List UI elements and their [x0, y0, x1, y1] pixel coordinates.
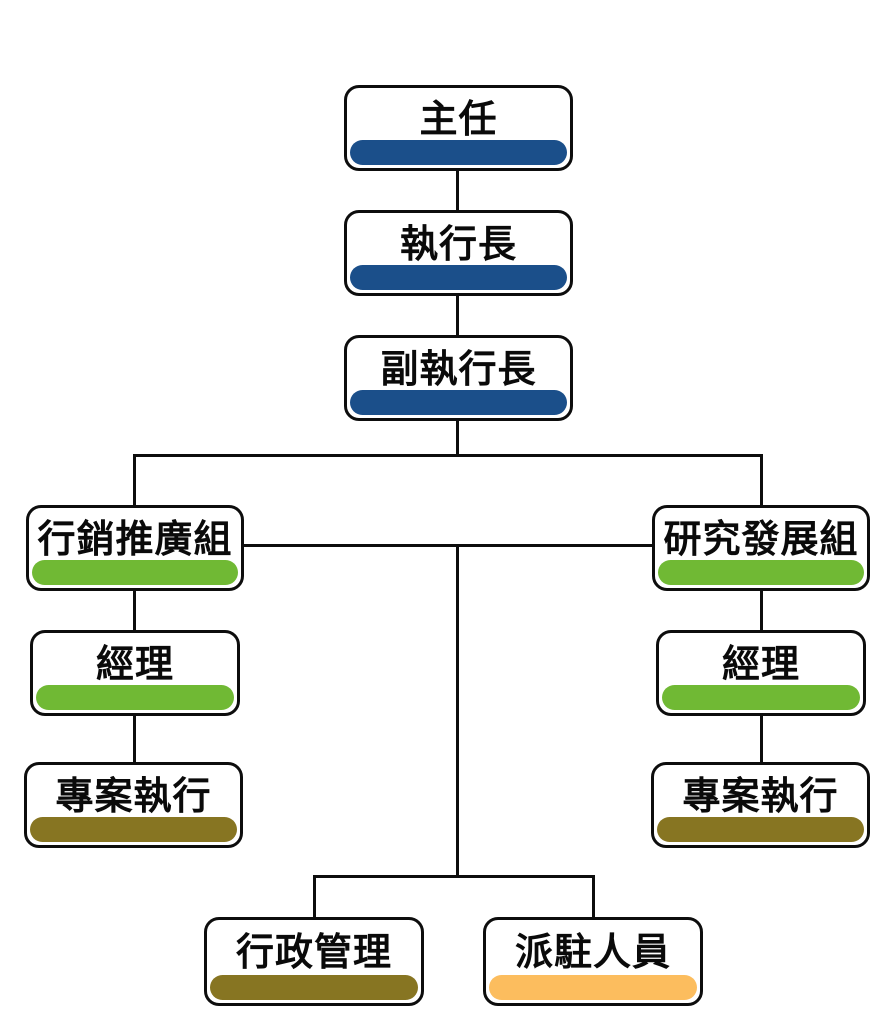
node-color-bar — [658, 560, 864, 585]
node-color-bar — [30, 817, 237, 842]
connector-line — [759, 454, 763, 507]
org-node-admin-management: 行政管理 — [204, 917, 424, 1006]
connector-line — [132, 589, 136, 632]
connector-line — [455, 544, 459, 878]
org-node-dispatched-personnel: 派駐人員 — [483, 917, 703, 1006]
connector-line — [132, 714, 136, 764]
connector-line — [132, 454, 763, 457]
connector-line — [312, 875, 595, 878]
node-color-bar — [662, 685, 860, 710]
node-color-bar — [36, 685, 234, 710]
org-node-label: 執行長 — [399, 221, 517, 266]
connector-line — [242, 544, 654, 547]
connector-line — [759, 714, 763, 764]
org-node-rnd-project-executor: 專案執行 — [651, 762, 870, 848]
org-node-label: 研究發展組 — [663, 516, 859, 561]
connector-line — [759, 589, 763, 632]
org-node-rnd-manager: 經理 — [656, 630, 866, 716]
org-node-marketing-project-executor: 專案執行 — [24, 762, 243, 848]
org-node-label: 副執行長 — [380, 346, 537, 391]
node-color-bar — [350, 390, 567, 415]
connector-line — [455, 294, 459, 337]
node-color-bar — [657, 817, 864, 842]
connector-line — [132, 454, 136, 507]
org-node-label: 派駐人員 — [514, 930, 671, 974]
org-node-director: 主任 — [344, 85, 573, 171]
connector-line — [455, 169, 459, 212]
connector-line — [312, 875, 316, 919]
org-node-label: 行政管理 — [235, 930, 392, 974]
node-color-bar — [210, 975, 418, 1000]
org-node-label: 專案執行 — [682, 773, 839, 818]
org-node-label: 專案執行 — [55, 773, 212, 818]
connector-line — [455, 419, 459, 457]
org-node-label: 行銷推廣組 — [37, 516, 233, 561]
org-node-executive-director: 執行長 — [344, 210, 573, 296]
org-node-label: 經理 — [95, 641, 174, 686]
node-color-bar — [350, 140, 567, 165]
node-color-bar — [489, 975, 697, 1000]
org-node-research-development-group: 研究發展組 — [652, 505, 870, 591]
node-color-bar — [32, 560, 238, 585]
org-node-marketing-promotion-group: 行銷推廣組 — [26, 505, 244, 591]
org-node-deputy-executive-director: 副執行長 — [344, 335, 573, 421]
node-color-bar — [350, 265, 567, 290]
org-node-marketing-manager: 經理 — [30, 630, 240, 716]
org-node-label: 經理 — [721, 641, 800, 686]
org-node-label: 主任 — [419, 96, 498, 141]
connector-line — [591, 875, 595, 919]
